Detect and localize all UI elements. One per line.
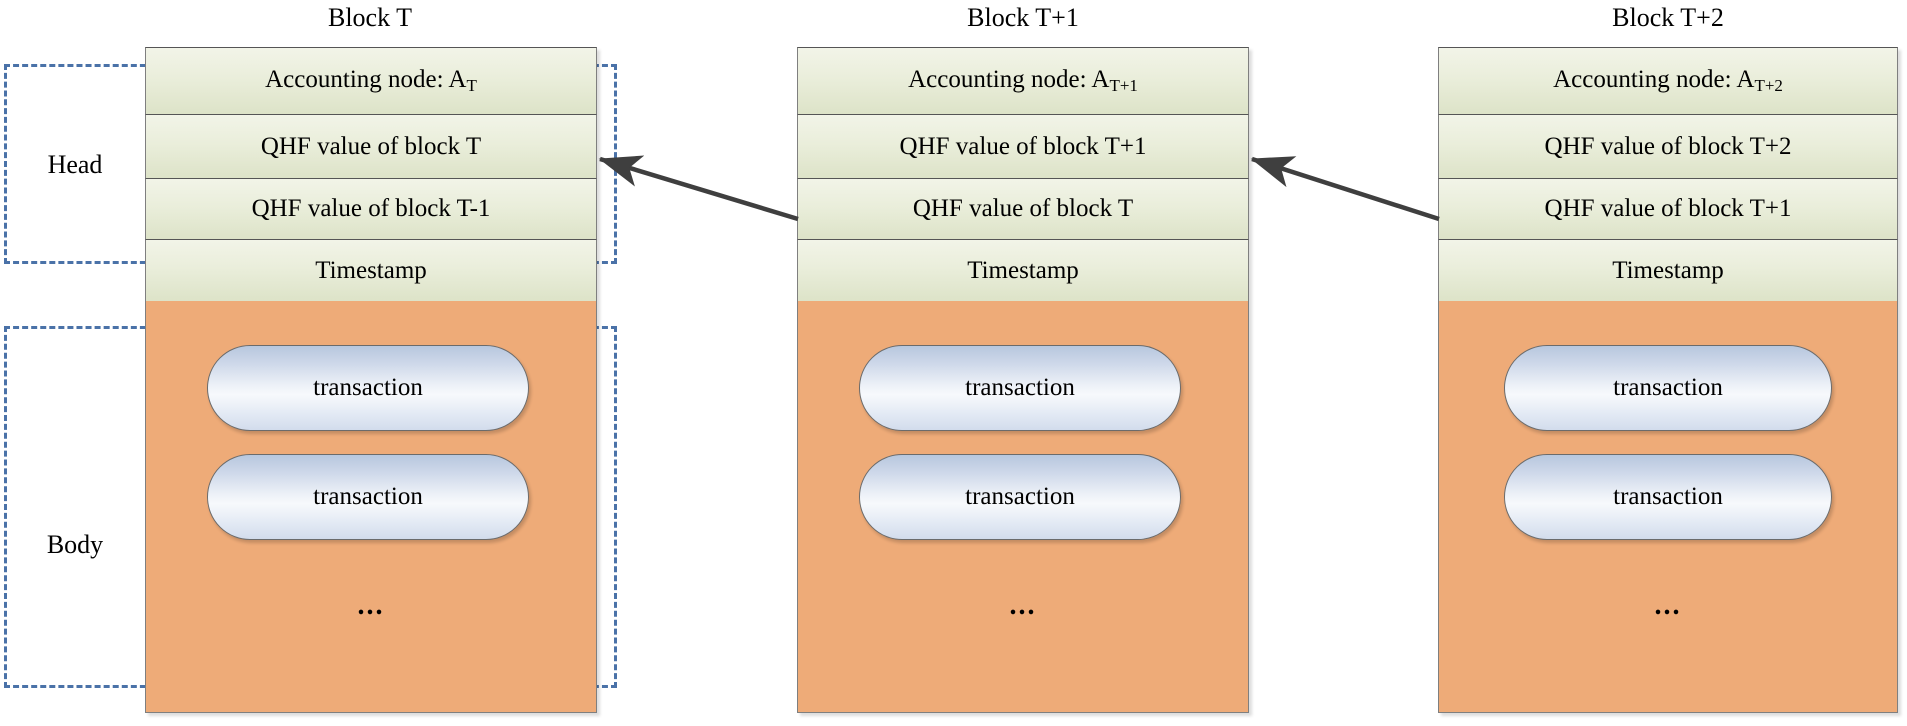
block-t-plus-1-body: transaction transaction ... — [797, 301, 1249, 713]
transaction-label: transaction — [313, 374, 423, 401]
block-t-row-accounting-node: Accounting node: AT — [145, 47, 597, 115]
row-text: QHF value of block T+1 — [1544, 195, 1792, 222]
row-text: QHF value of block T+1 — [899, 132, 1147, 160]
block-title-t: Block T — [327, 3, 413, 32]
block-t-plus-2-row-qhf-previous: QHF value of block T+1 — [1438, 178, 1898, 240]
block-t-plus-1-row-qhf-previous: QHF value of block T — [797, 178, 1249, 240]
transaction-pill: transaction — [859, 345, 1181, 431]
block-t-plus-1-row-qhf-current: QHF value of block T+1 — [797, 114, 1249, 179]
block-t-plus-1-row-timestamp: Timestamp — [797, 239, 1249, 302]
transaction-pill: transaction — [1504, 454, 1832, 540]
row-text: Timestamp — [967, 256, 1079, 284]
transaction-label: transaction — [965, 374, 1075, 401]
body-group-label: Body — [46, 530, 104, 559]
block-t-plus-1-ellipsis: ... — [1009, 590, 1037, 621]
block-t-row-timestamp: Timestamp — [145, 239, 597, 302]
row-text: QHF value of block T — [260, 132, 482, 160]
arrow-block-t2-to-t1 — [1250, 156, 1440, 222]
block-title-t-plus-1: Block T+1 — [967, 3, 1079, 32]
row-text: Timestamp — [315, 256, 427, 284]
row-subscript: T+2 — [1754, 76, 1783, 95]
transaction-pill: transaction — [859, 454, 1181, 540]
row-text: Accounting node: AT+2 — [1553, 66, 1783, 95]
block-t-plus-2-row-accounting-node: Accounting node: AT+2 — [1438, 47, 1898, 115]
arrow-block-t1-to-t — [598, 155, 799, 222]
block-t-plus-1-row-accounting-node: Accounting node: AT+1 — [797, 47, 1249, 115]
transaction-label: transaction — [1613, 374, 1723, 401]
transaction-label: transaction — [965, 483, 1075, 510]
block-t-plus-2: Accounting node: AT+2 QHF value of block… — [1438, 47, 1898, 713]
transaction-pill: transaction — [1504, 345, 1832, 431]
block-t-plus-1: Accounting node: AT+1 QHF value of block… — [797, 47, 1249, 713]
row-text: QHF value of block T — [912, 195, 1134, 222]
block-t-plus-2-row-timestamp: Timestamp — [1438, 239, 1898, 302]
block-title-t-plus-2: Block T+2 — [1612, 3, 1724, 32]
block-t: Accounting node: AT QHF value of block T… — [145, 47, 597, 713]
row-text: Accounting node: AT+1 — [908, 66, 1138, 95]
block-t-row-qhf-current: QHF value of block T — [145, 114, 597, 179]
row-subscript: T — [466, 76, 477, 95]
transaction-label: transaction — [313, 483, 423, 510]
transaction-pill: transaction — [207, 345, 529, 431]
block-t-plus-2-ellipsis: ... — [1654, 590, 1682, 621]
head-group-label: Head — [47, 150, 103, 179]
row-text: QHF value of block T-1 — [251, 195, 491, 222]
row-text: QHF value of block T+2 — [1544, 132, 1792, 160]
block-t-row-qhf-previous: QHF value of block T-1 — [145, 178, 597, 240]
transaction-label: transaction — [1613, 483, 1723, 510]
row-text: Accounting node: AT — [265, 66, 477, 95]
row-text: Timestamp — [1612, 256, 1724, 284]
block-t-ellipsis: ... — [357, 590, 385, 621]
transaction-pill: transaction — [207, 454, 529, 540]
block-t-plus-2-row-qhf-current: QHF value of block T+2 — [1438, 114, 1898, 179]
block-t-body: transaction transaction ... — [145, 301, 597, 713]
block-t-plus-2-body: transaction transaction ... — [1438, 301, 1898, 713]
row-subscript: T+1 — [1109, 76, 1138, 95]
